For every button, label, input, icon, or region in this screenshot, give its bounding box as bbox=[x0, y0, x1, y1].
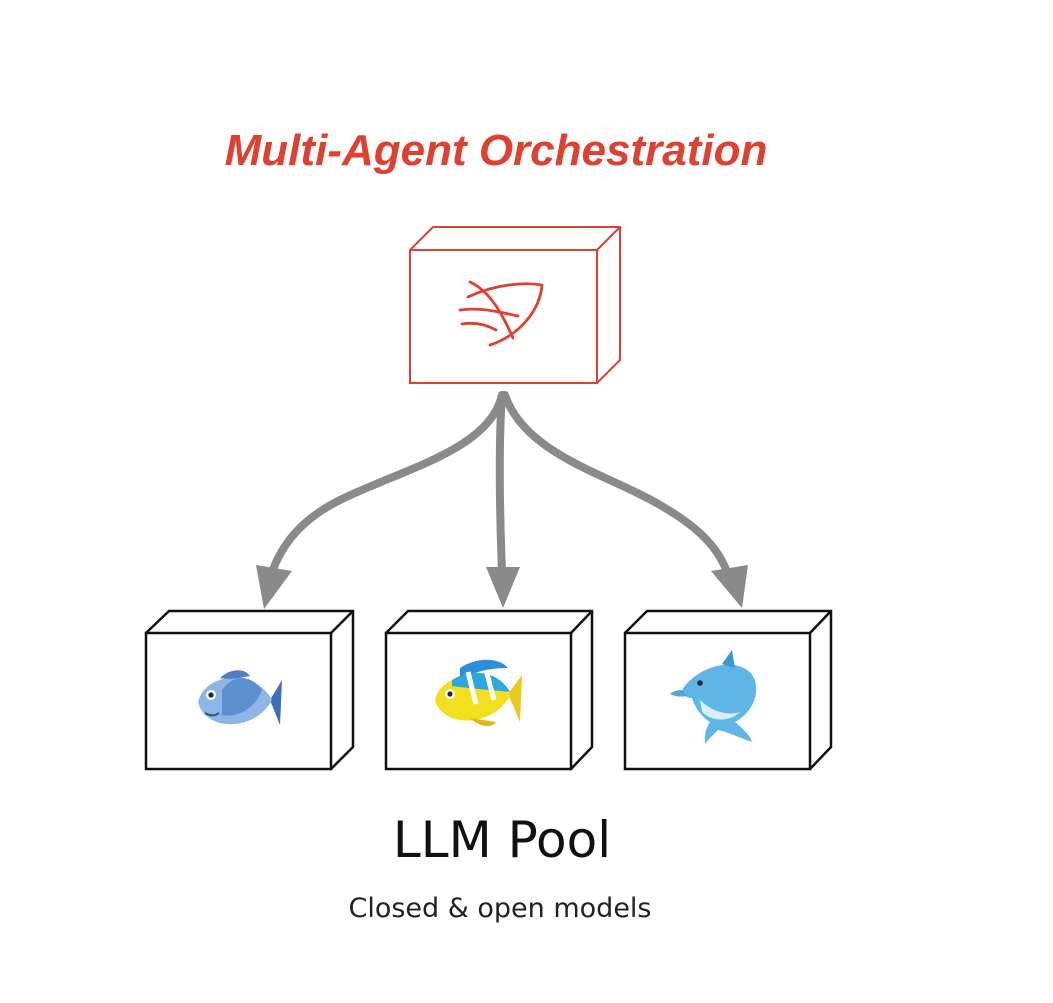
model-box-3 bbox=[623, 609, 833, 771]
model-box-2 bbox=[384, 609, 594, 771]
pool-title: LLM Pool bbox=[393, 811, 611, 869]
arrow-to-model-1 bbox=[256, 391, 506, 609]
diagram-title: Multi-Agent Orchestration bbox=[225, 126, 768, 175]
orchestrator-logo-icon bbox=[458, 280, 544, 347]
orchestrator-box bbox=[409, 226, 621, 384]
model-box-1 bbox=[144, 609, 355, 771]
dolphin-icon bbox=[670, 650, 757, 744]
pool-subtitle: Closed & open models bbox=[348, 893, 651, 924]
fish-icon bbox=[198, 670, 282, 725]
arrow-to-model-3 bbox=[501, 391, 748, 608]
arrow-to-model-2 bbox=[486, 391, 520, 608]
tropical-fish-icon bbox=[435, 659, 522, 727]
